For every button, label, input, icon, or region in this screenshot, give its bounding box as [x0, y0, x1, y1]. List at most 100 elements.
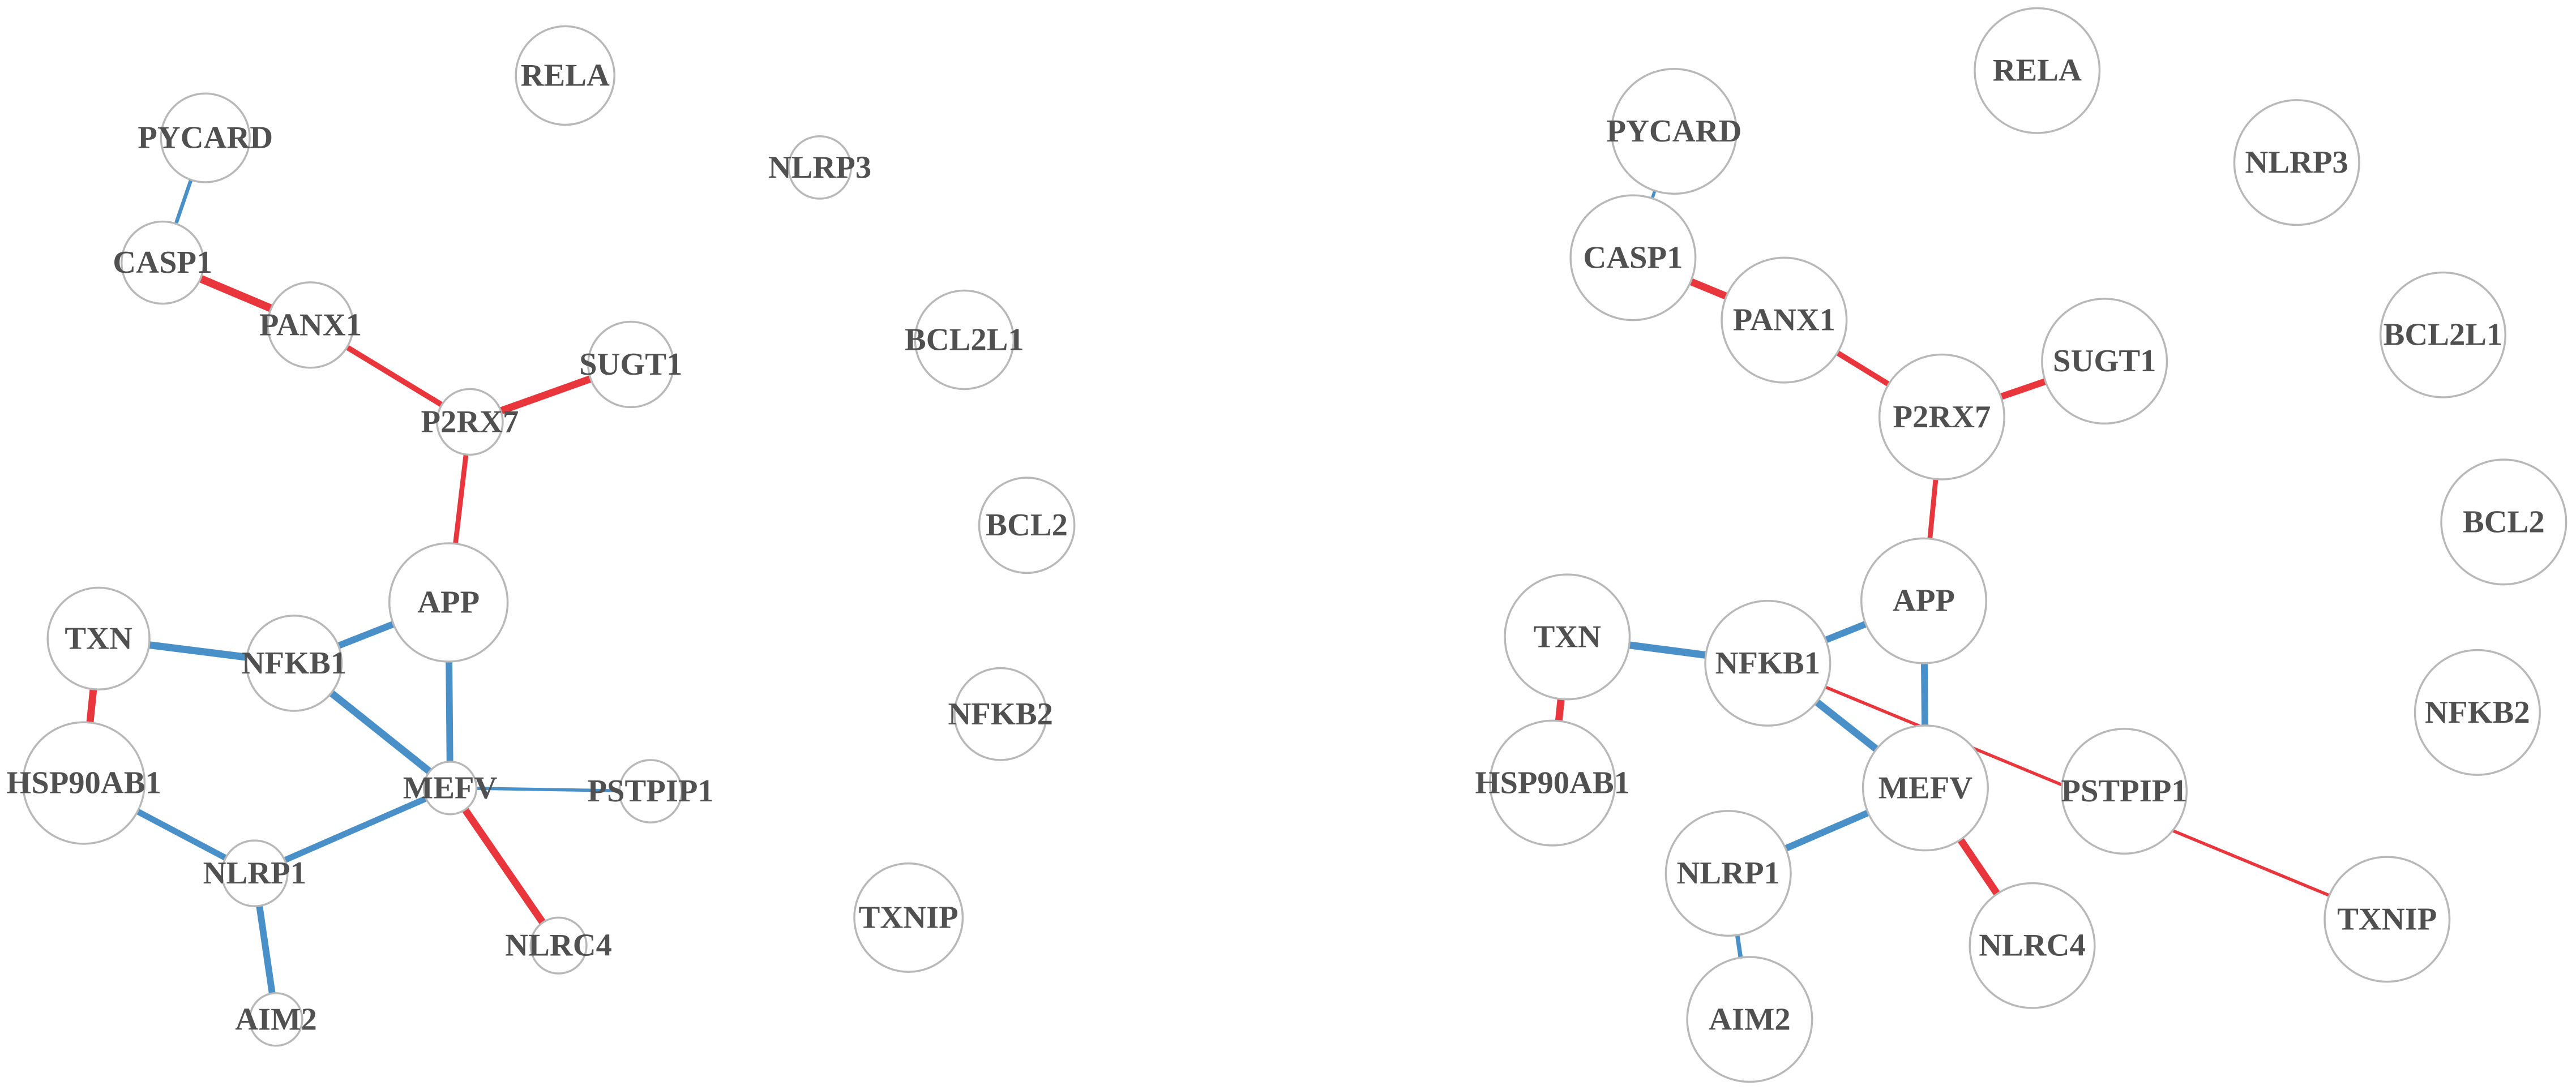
node-circle[interactable] [515, 25, 616, 126]
node-left-rela[interactable]: RELA [515, 25, 616, 126]
node-circle[interactable] [1704, 599, 1832, 727]
node-circle[interactable] [587, 320, 675, 409]
node-circle[interactable] [914, 289, 1015, 390]
node-label: HSP90AB1 [1475, 766, 1630, 801]
node-left-casp1[interactable]: CASP1 [113, 220, 212, 305]
node-circle[interactable] [1686, 956, 1813, 1083]
node-circle[interactable] [1610, 68, 1738, 195]
node-right-nlrc4[interactable]: NLRC4 [1969, 882, 2096, 1009]
node-circle[interactable] [436, 388, 504, 456]
node-right-bcl2l1[interactable]: BCL2L1 [2379, 271, 2506, 398]
node-circle[interactable] [2233, 99, 2360, 226]
node-circle[interactable] [46, 586, 151, 691]
node-label: NLRP1 [203, 856, 306, 891]
node-circle[interactable] [1504, 573, 1631, 701]
node-circle[interactable] [618, 759, 683, 823]
node-circle[interactable] [388, 542, 509, 663]
node-left-nfkb2[interactable]: NFKB2 [948, 667, 1053, 761]
node-circle[interactable] [2060, 728, 2188, 855]
node-circle[interactable] [245, 614, 343, 712]
node-circle[interactable] [1878, 353, 2005, 480]
node-label: NFKB1 [242, 646, 346, 681]
node-circle[interactable] [2414, 649, 2541, 776]
node-circle[interactable] [2041, 298, 2168, 425]
node-left-bcl2[interactable]: BCL2 [978, 477, 1076, 574]
node-circle[interactable] [1721, 256, 1848, 384]
node-left-bcl2l1[interactable]: BCL2L1 [905, 289, 1024, 390]
node-right-p2rx7[interactable]: P2RX7 [1878, 353, 2005, 480]
node-left-nfkb1[interactable]: NFKB1 [242, 614, 346, 712]
node-circle[interactable] [529, 916, 588, 975]
node-circle[interactable] [2440, 458, 2568, 586]
node-left-mefv[interactable]: MEFV [403, 761, 498, 816]
node-right-pycard[interactable]: PYCARD [1606, 68, 1741, 195]
node-right-nlrp1[interactable]: NLRP1 [1664, 810, 1792, 937]
node-circle[interactable] [422, 761, 478, 816]
node-circle[interactable] [220, 839, 289, 907]
node-circle[interactable] [267, 281, 354, 369]
node-label: TXN [65, 621, 132, 656]
node-right-nlrp3[interactable]: NLRP3 [2233, 99, 2360, 226]
node-circle[interactable] [953, 667, 1048, 761]
node-circle[interactable] [1664, 810, 1792, 937]
node-right-mefv[interactable]: MEFV [1862, 724, 1989, 852]
node-circle[interactable] [120, 220, 205, 305]
node-label: PYCARD [138, 121, 273, 156]
node-left-panx1[interactable]: PANX1 [259, 281, 362, 369]
node-circle[interactable] [160, 92, 251, 183]
node-right-txn[interactable]: TXN [1504, 573, 1631, 701]
node-left-app[interactable]: APP [388, 542, 509, 663]
node-circle[interactable] [1569, 194, 1697, 321]
edge-left-mefv-pstpip1 [450, 786, 651, 793]
node-label: PSTPIP1 [2061, 774, 2187, 809]
node-left-nlrp3[interactable]: NLRP3 [768, 135, 871, 200]
node-left-hsp90ab1[interactable]: HSP90AB1 [6, 721, 161, 845]
node-circle[interactable] [1860, 537, 1988, 664]
node-circle[interactable] [2379, 271, 2506, 398]
node-label: CASP1 [1583, 240, 1683, 275]
node-left-sugt1[interactable]: SUGT1 [579, 320, 682, 409]
node-circle[interactable] [1969, 882, 2096, 1009]
node-label: TXNIP [2337, 902, 2437, 937]
node-right-hsp90ab1[interactable]: HSP90AB1 [1475, 719, 1630, 847]
node-label: NFKB1 [1715, 646, 1820, 681]
node-circle[interactable] [853, 862, 964, 973]
node-label: BCL2 [986, 508, 1068, 543]
node-circle[interactable] [788, 135, 852, 200]
node-label: RELA [1993, 53, 2082, 88]
node-label: MEFV [1878, 770, 1973, 805]
node-right-txnip[interactable]: TXNIP [2323, 856, 2451, 983]
node-label: CASP1 [113, 245, 212, 280]
node-right-aim2[interactable]: AIM2 [1686, 956, 1813, 1083]
node-circle[interactable] [22, 721, 146, 845]
node-label: NLRP3 [2245, 145, 2348, 180]
node-left-aim2[interactable]: AIM2 [235, 992, 317, 1047]
node-right-bcl2[interactable]: BCL2 [2440, 458, 2568, 586]
node-right-panx1[interactable]: PANX1 [1721, 256, 1848, 384]
node-right-nfkb1[interactable]: NFKB1 [1704, 599, 1832, 727]
node-circle[interactable] [1489, 719, 1616, 847]
node-circle[interactable] [978, 477, 1076, 574]
node-right-rela[interactable]: RELA [1974, 7, 2101, 134]
node-left-txn[interactable]: TXN [46, 586, 151, 691]
node-right-casp1[interactable]: CASP1 [1569, 194, 1697, 321]
node-label: NLRC4 [1979, 928, 2086, 963]
node-label: NLRC4 [505, 928, 612, 963]
node-right-nfkb2[interactable]: NFKB2 [2414, 649, 2541, 776]
node-circle[interactable] [249, 992, 303, 1047]
node-right-pstpip1[interactable]: PSTPIP1 [2060, 728, 2188, 855]
node-right-app[interactable]: APP [1860, 537, 1988, 664]
node-left-pycard[interactable]: PYCARD [138, 92, 273, 183]
edge-left-mefv-nlrc4 [447, 786, 562, 948]
node-left-pstpip1[interactable]: PSTPIP1 [588, 759, 714, 823]
node-circle[interactable] [1974, 7, 2101, 134]
node-circle[interactable] [1862, 724, 1989, 852]
node-label: HSP90AB1 [6, 766, 161, 801]
node-circle[interactable] [2323, 856, 2451, 983]
node-left-nlrc4[interactable]: NLRC4 [505, 916, 612, 975]
node-left-txnip[interactable]: TXNIP [853, 862, 964, 973]
node-left-p2rx7[interactable]: P2RX7 [421, 388, 519, 456]
node-left-nlrp1[interactable]: NLRP1 [203, 839, 306, 907]
node-right-sugt1[interactable]: SUGT1 [2041, 298, 2168, 425]
